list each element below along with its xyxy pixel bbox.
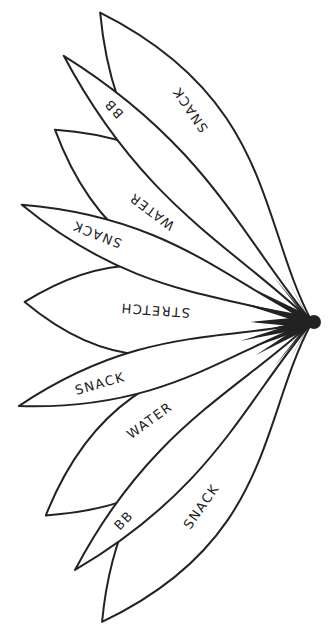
center-spikes (240, 276, 321, 368)
petal-outline (14, 185, 320, 341)
spike (240, 303, 312, 326)
petal-outline (60, 308, 327, 585)
center-dot (307, 315, 321, 329)
petal-outline (48, 41, 327, 336)
petal-label: STRETCH (119, 302, 192, 320)
